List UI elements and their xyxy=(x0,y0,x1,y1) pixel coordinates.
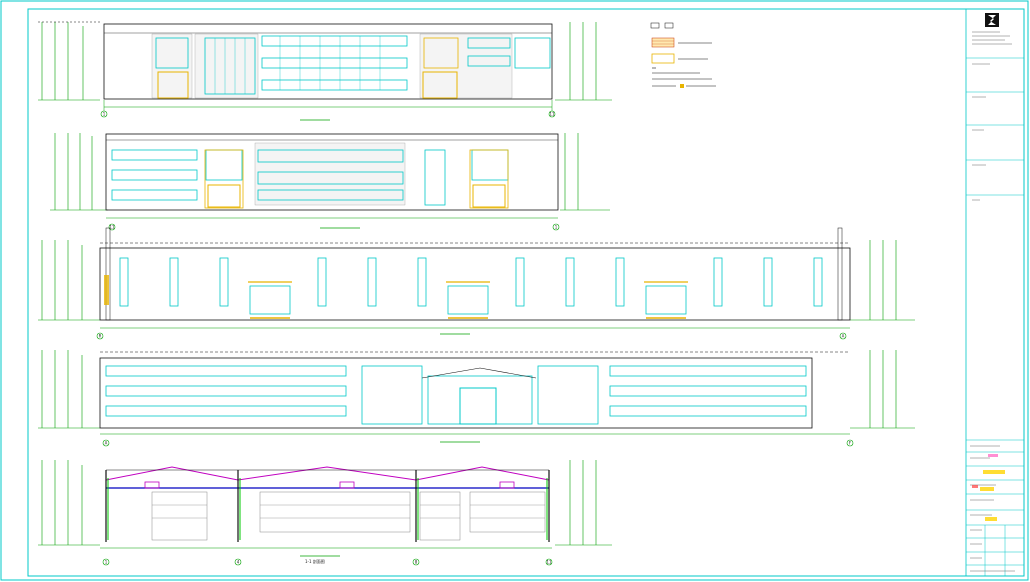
axis-bubble xyxy=(545,558,553,566)
elevation-3-doors xyxy=(248,281,688,319)
axis-label: A xyxy=(105,441,108,446)
elevation-3: R A xyxy=(38,227,915,340)
axis-label: 1 xyxy=(103,112,106,117)
axis-bubble xyxy=(839,332,847,340)
axis-label: R xyxy=(99,334,102,339)
columns xyxy=(105,470,550,542)
axis-label: A xyxy=(842,334,845,339)
axis-label: 1 xyxy=(105,560,108,565)
axis-bubble xyxy=(552,223,560,231)
elevation-1-left-dims xyxy=(38,21,100,101)
axis-label: 11 xyxy=(549,112,555,117)
axis-bubble xyxy=(412,558,420,566)
company-logo-icon xyxy=(985,13,999,27)
axis-label: 11 xyxy=(546,560,552,565)
axis-bubble xyxy=(234,558,242,566)
axis-bubble xyxy=(102,558,110,566)
axis-label: F xyxy=(849,441,852,446)
title-block xyxy=(965,8,1025,577)
legend-swatch-paint xyxy=(651,53,675,64)
section-title: 1-1 剖面图 xyxy=(305,558,325,564)
elevation-1-right-dims xyxy=(555,22,612,101)
elevation-1-door-left xyxy=(157,71,189,99)
axis-bubble xyxy=(108,223,116,231)
elevation-3-windows xyxy=(119,257,823,307)
elevation-2: 11 1 xyxy=(50,133,610,231)
elevation-4: A F xyxy=(38,350,915,447)
axis-label: 1 xyxy=(555,225,558,230)
section-1-1: 1-1 剖面图 1 4 8 11 xyxy=(38,460,612,566)
axis-bubble xyxy=(102,439,110,447)
elevation-1: 1 11 xyxy=(38,21,612,121)
axis-bubble xyxy=(96,332,104,340)
axis-label: 4 xyxy=(237,560,240,565)
axis-bubble xyxy=(846,439,854,447)
axis-label: 11 xyxy=(109,225,115,230)
axis-bubble xyxy=(100,110,108,118)
axis-bubble xyxy=(548,110,556,118)
elevation-1-door-right xyxy=(422,71,458,99)
legend xyxy=(650,22,716,88)
axis-label: 8 xyxy=(415,560,418,565)
roof-truss xyxy=(105,466,550,481)
elevation-4-ribbon-windows xyxy=(105,365,807,425)
legend-swatch-brick xyxy=(651,37,675,48)
